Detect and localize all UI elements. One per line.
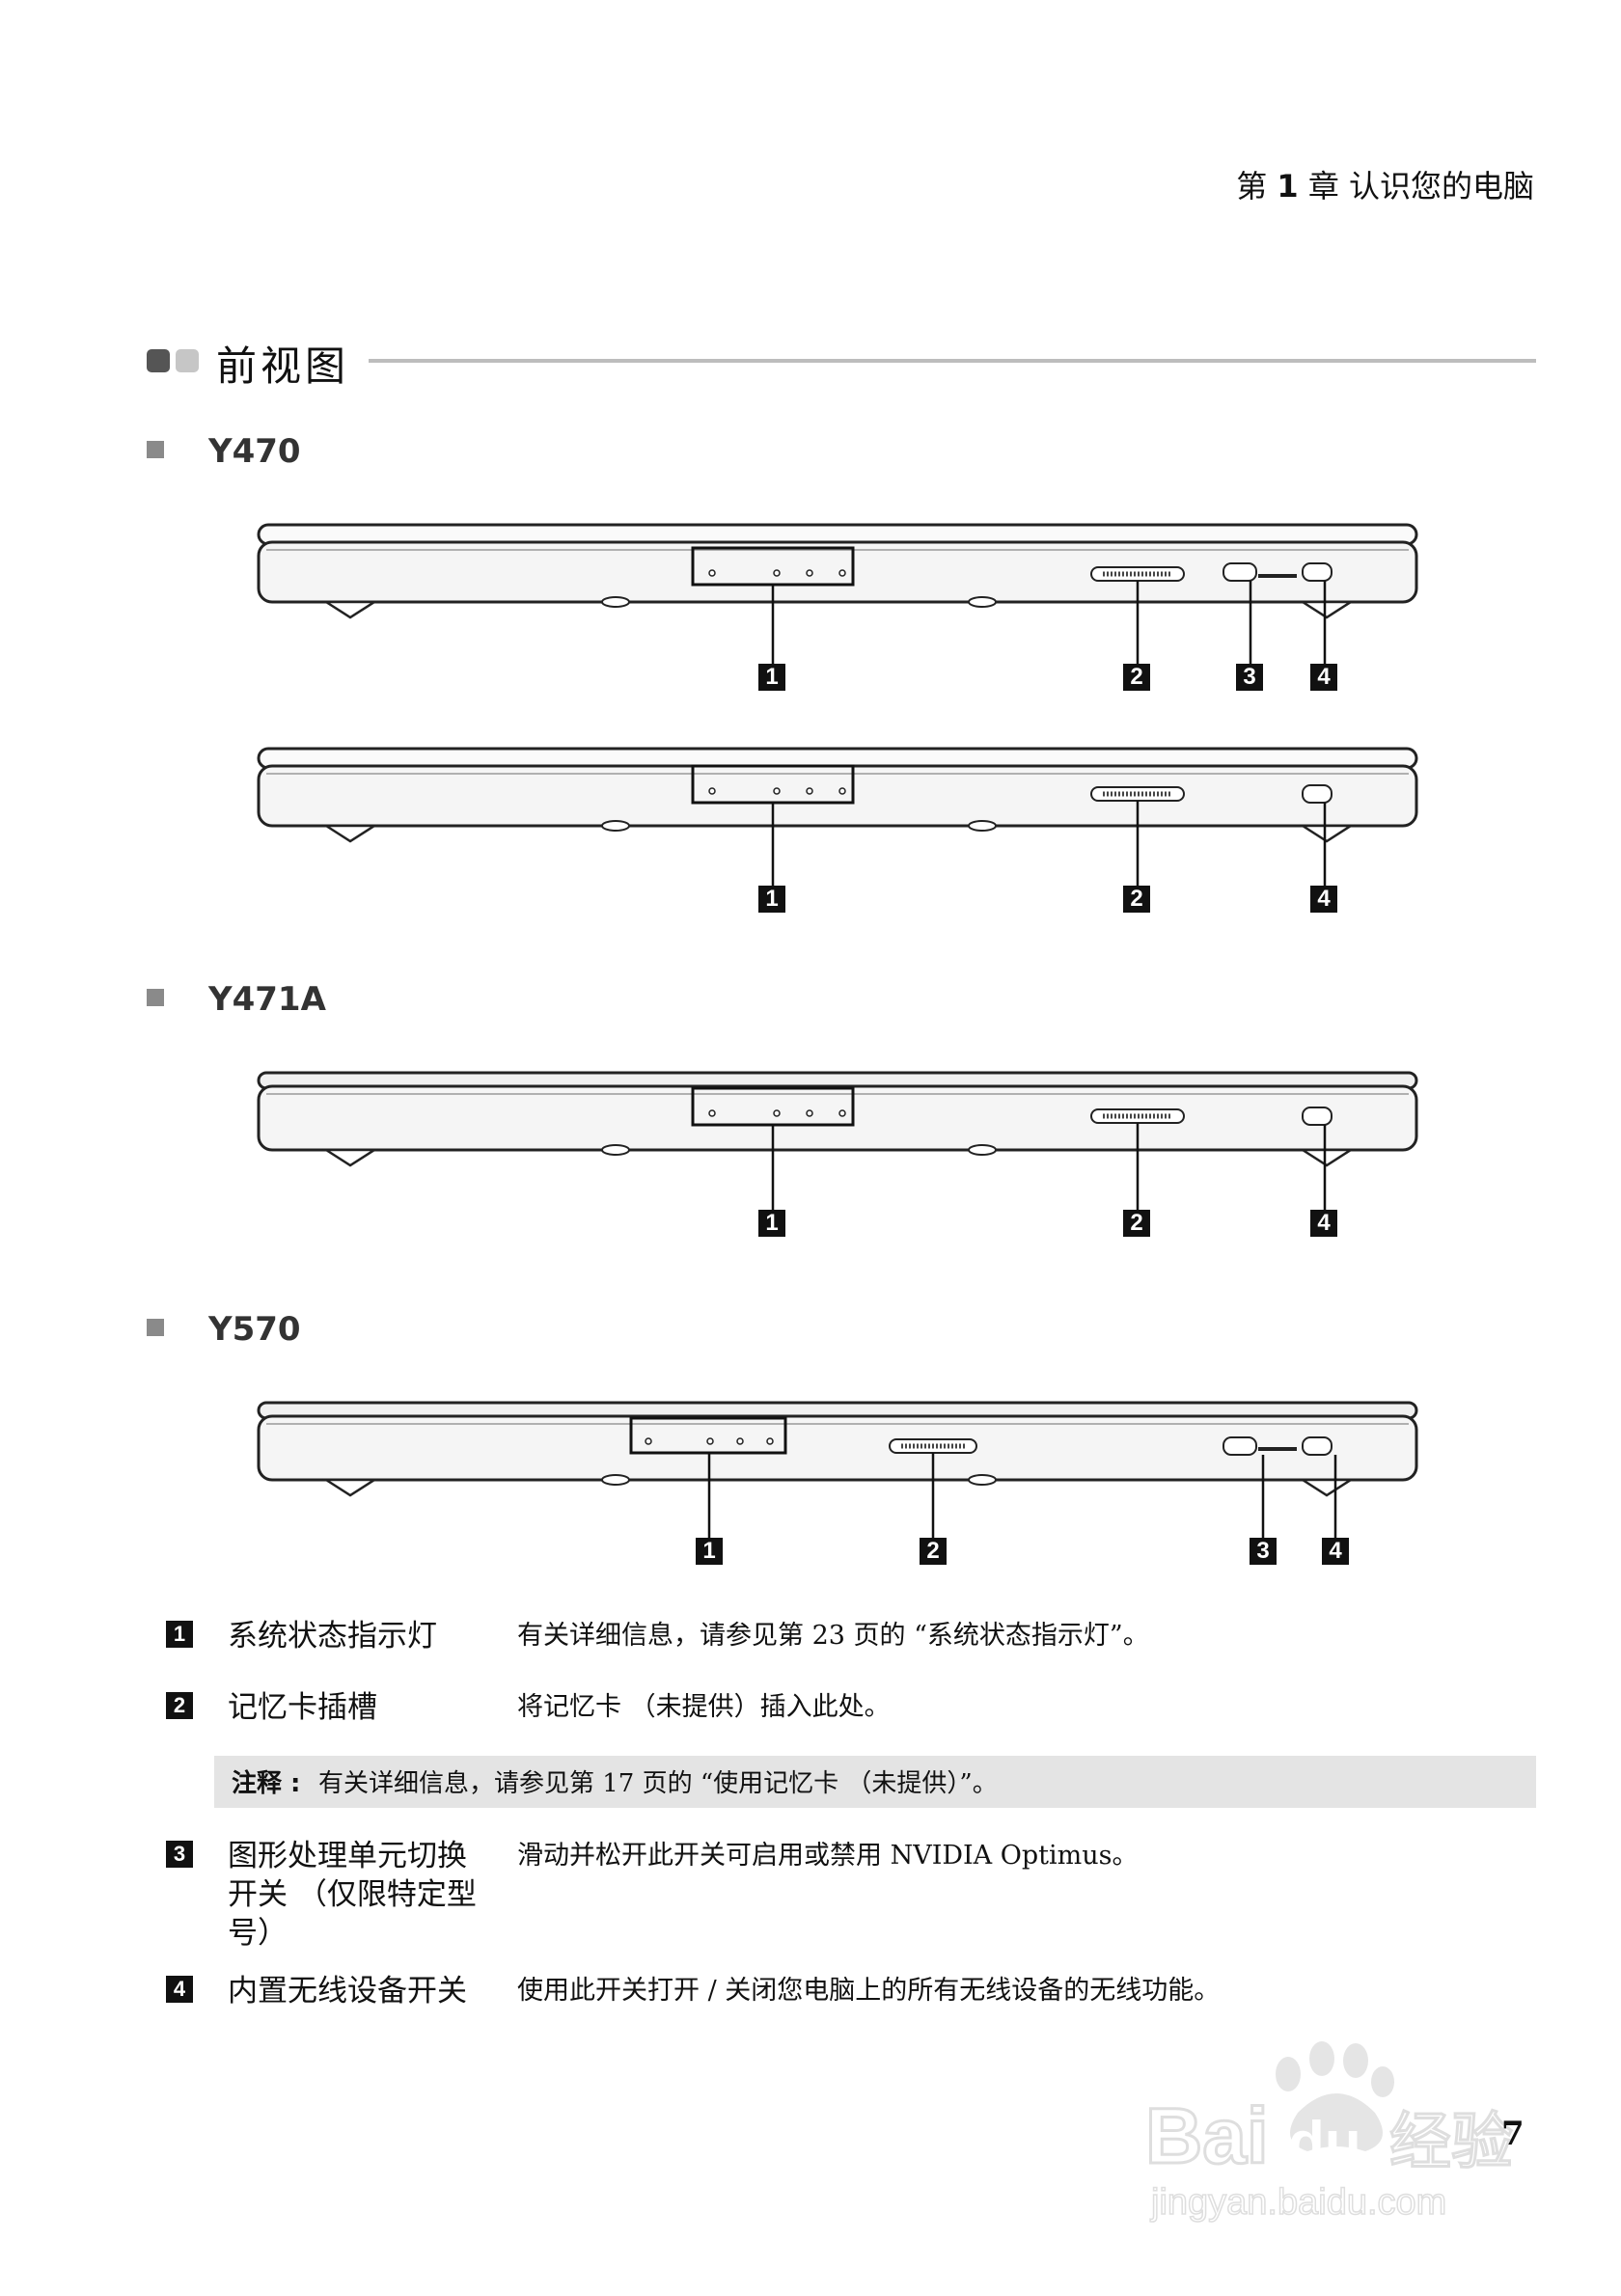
svg-text:经验: 经验 xyxy=(1389,2107,1513,2178)
model-name: Y471A xyxy=(208,980,326,1019)
description-row-2: 2 记忆卡插槽 将记忆卡 （未提供）插入此处。 xyxy=(166,1688,1536,1731)
description-number: 1 xyxy=(166,1621,193,1648)
section-divider xyxy=(369,359,1536,363)
model-name: Y570 xyxy=(208,1310,301,1349)
laptop-front-view-y471a xyxy=(257,1071,1418,1210)
laptop-front-view-y470-a xyxy=(257,523,1418,664)
chapter-title: 章 认识您的电脑 xyxy=(1307,168,1534,205)
note-box: 注释 : 有关详细信息，请参见第 17 页的 “使用记忆卡 （未提供）”。 xyxy=(214,1756,1536,1808)
description-text: 滑动并松开此开关可启用或禁用 NVIDIA Optimus。 xyxy=(517,1841,1139,1871)
callout-4: 4 xyxy=(1310,664,1337,691)
description-label: 内置无线设备开关 xyxy=(228,1974,467,2009)
callout-1: 1 xyxy=(758,886,785,913)
callout-1: 1 xyxy=(758,1210,785,1237)
section-marker-dark-icon xyxy=(147,349,170,372)
callout-3: 3 xyxy=(1236,664,1263,691)
square-bullet-icon xyxy=(147,989,164,1006)
model-heading-y570: Y570 xyxy=(147,1310,301,1349)
callout-3: 3 xyxy=(1250,1538,1277,1565)
model-heading-y471a: Y471A xyxy=(147,980,326,1019)
callout-4: 4 xyxy=(1310,886,1337,913)
page-number: 7 xyxy=(1501,2115,1525,2153)
description-text: 有关详细信息，请参见第 23 页的 “系统状态指示灯”。 xyxy=(517,1621,1149,1651)
description-text: 使用此开关打开 / 关闭您电脑上的所有无线设备的无线功能。 xyxy=(517,1976,1221,2006)
description-label: 记忆卡插槽 xyxy=(228,1690,377,1725)
chapter-header: 第 1 章 认识您的电脑 xyxy=(1061,162,1534,206)
laptop-front-view-y470-b xyxy=(257,747,1418,886)
svg-text:du: du xyxy=(1288,2110,1361,2176)
callout-1: 1 xyxy=(758,664,785,691)
square-bullet-icon xyxy=(147,441,164,458)
section-title: 前视图 xyxy=(216,342,350,390)
description-number: 2 xyxy=(166,1692,193,1719)
description-label: 系统状态指示灯 xyxy=(228,1619,437,1654)
callout-4: 4 xyxy=(1310,1210,1337,1237)
description-text: 将记忆卡 （未提供）插入此处。 xyxy=(517,1692,891,1722)
description-number: 4 xyxy=(166,1976,193,2003)
description-row-1: 1 系统状态指示灯 有关详细信息，请参见第 23 页的 “系统状态指示灯”。 xyxy=(166,1617,1536,1659)
svg-text:Bai: Bai xyxy=(1145,2092,1269,2180)
description-number: 3 xyxy=(166,1841,193,1868)
note-text: 有关详细信息，请参见第 17 页的 “使用记忆卡 （未提供）”。 xyxy=(318,1769,998,1798)
callout-2: 2 xyxy=(1123,664,1150,691)
description-row-3: 3 图形处理单元切换开关 （仅限特定型号） 滑动并松开此开关可启用或禁用 NVI… xyxy=(166,1837,1536,1956)
callout-2: 2 xyxy=(920,1538,947,1565)
callout-4: 4 xyxy=(1322,1538,1349,1565)
laptop-front-view-y570 xyxy=(257,1401,1418,1538)
description-row-4: 4 内置无线设备开关 使用此开关打开 / 关闭您电脑上的所有无线设备的无线功能。 xyxy=(166,1972,1536,2014)
chapter-number: 1 xyxy=(1277,168,1299,205)
note-label: 注释 : xyxy=(232,1769,301,1798)
svg-text:jingyan.baidu.com: jingyan.baidu.com xyxy=(1150,2182,1446,2223)
square-bullet-icon xyxy=(147,1319,164,1336)
callout-2: 2 xyxy=(1123,1210,1150,1237)
section-heading: 前视图 xyxy=(147,338,1536,396)
callout-1: 1 xyxy=(696,1538,723,1565)
section-marker-light-icon xyxy=(176,349,199,372)
description-label: 图形处理单元切换开关 （仅限特定型号） xyxy=(228,1839,477,1951)
chapter-prefix: 第 xyxy=(1236,168,1268,205)
model-name: Y470 xyxy=(208,432,301,471)
baidu-jingyan-watermark-logo: Bai du 经验 jingyan.baidu.com xyxy=(1144,2041,1515,2224)
callout-2: 2 xyxy=(1123,886,1150,913)
model-heading-y470: Y470 xyxy=(147,432,301,471)
